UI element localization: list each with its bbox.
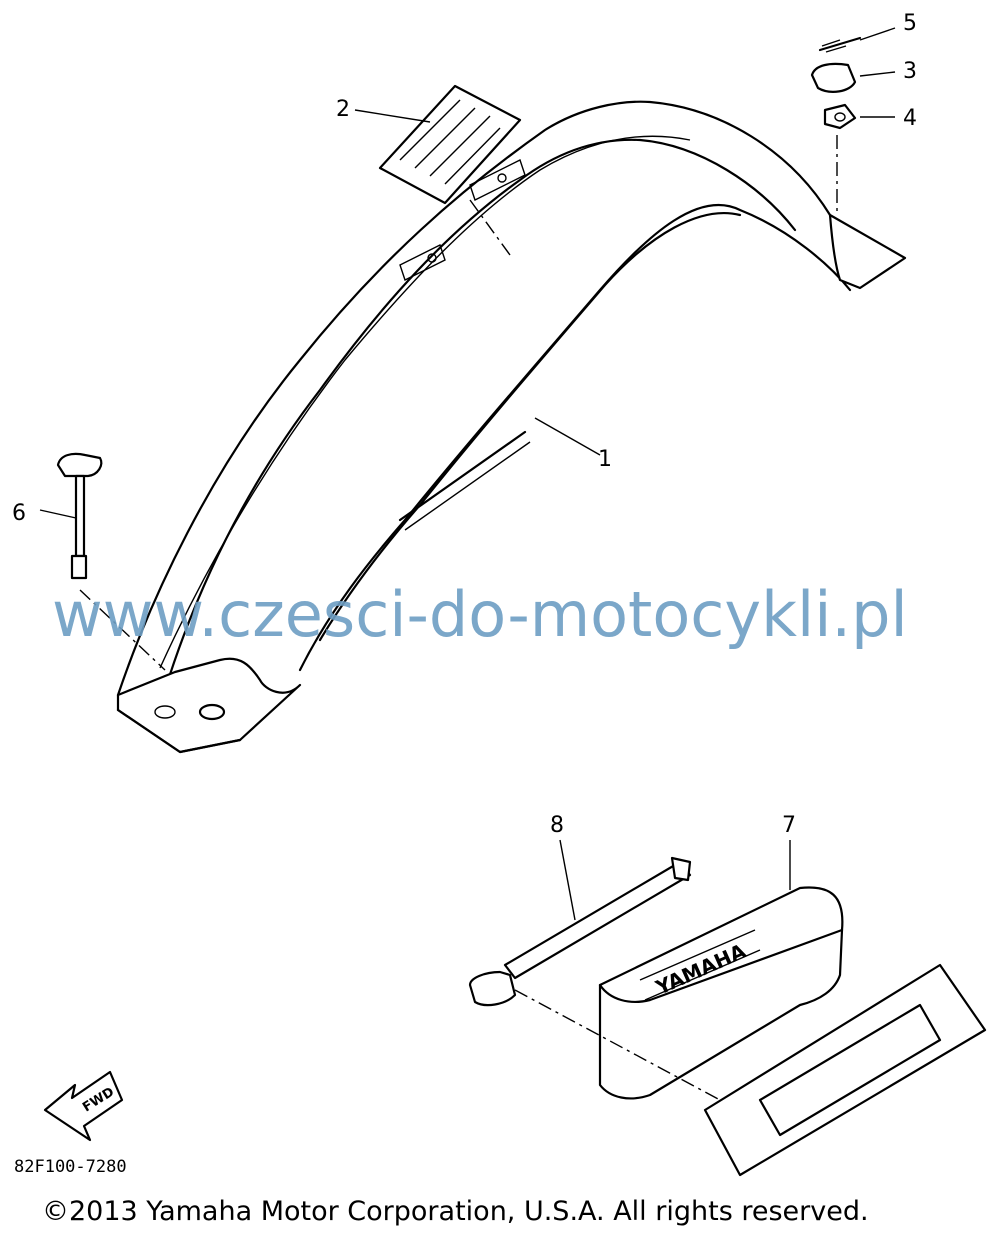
callout-3: 3 — [903, 59, 917, 84]
callout-1: 1 — [598, 447, 612, 472]
callout-6: 6 — [12, 501, 26, 526]
hardware-parts-3-4-5 — [810, 27, 896, 215]
callout-2: 2 — [336, 97, 350, 122]
watermark-text: www.czesci-do-motocykli.pl — [52, 578, 908, 651]
callout-5: 5 — [903, 11, 917, 36]
diagram-code: 82F100-7280 — [14, 1157, 127, 1177]
strap-part-8 — [468, 839, 721, 1101]
bolt-part-6 — [39, 452, 166, 671]
callout-4: 4 — [903, 106, 917, 131]
callout-8: 8 — [550, 813, 564, 838]
callout-7: 7 — [782, 813, 796, 838]
toolbox-part-7: YAMAHA — [598, 840, 987, 1177]
fender-part-1 — [116, 100, 907, 754]
decal-part-2 — [354, 84, 522, 256]
copyright-notice: ©2013 Yamaha Motor Corporation, U.S.A. A… — [42, 1196, 869, 1227]
forward-direction-arrow: FWD — [43, 1070, 124, 1142]
